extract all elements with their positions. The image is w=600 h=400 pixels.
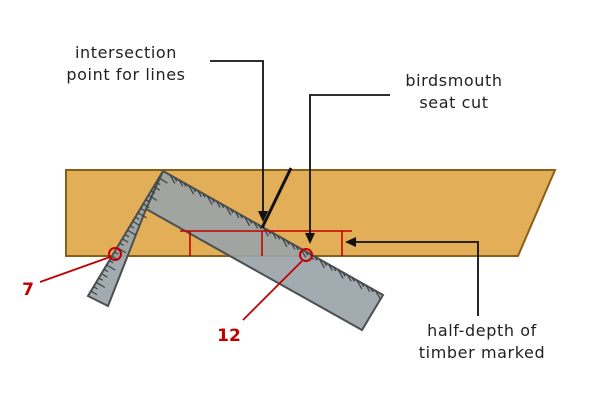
intersection-label-line1: intersection [75, 43, 177, 62]
scale-tick [121, 238, 129, 243]
scale-tick [323, 261, 327, 267]
scale-tick [153, 186, 161, 191]
layout-marks [180, 230, 352, 256]
scale-tick [262, 227, 269, 237]
mark-7-leader [39, 256, 111, 283]
scale-tick [169, 174, 176, 184]
scale-tick [158, 177, 168, 184]
scale-tick [216, 201, 221, 208]
scale-tick [365, 285, 371, 292]
scale-tick [106, 264, 116, 271]
scale-tick [346, 274, 352, 282]
scale-tick [206, 195, 213, 205]
scale-tick [360, 282, 365, 288]
mark-12-number: 12 [217, 326, 241, 346]
scale-tick [272, 232, 277, 240]
mark-7-number: 7 [22, 280, 34, 300]
scale-tick [129, 225, 135, 229]
scale-tick [351, 277, 355, 282]
scale-tick [114, 251, 119, 255]
scale-tick [202, 193, 206, 198]
scale-tick [188, 185, 195, 195]
scale-tick [276, 235, 281, 240]
scale-tick [119, 242, 124, 247]
half-depth-label-line2: timber marked [419, 343, 545, 362]
scale-tick [183, 182, 187, 187]
scale-tick [230, 208, 234, 214]
scale-tick [103, 268, 109, 273]
mark-7-circle [108, 247, 122, 261]
intersection-label-line2: point for lines [66, 65, 185, 84]
scale-tick [370, 287, 374, 293]
mark-12-circle [299, 248, 313, 262]
scale-tick [248, 219, 253, 224]
scale-tick [220, 203, 225, 209]
scale-tick [192, 187, 197, 193]
scale-tick [253, 222, 259, 229]
scale-tick [244, 216, 251, 227]
scale-tick [290, 243, 296, 250]
mark-12-leader [242, 260, 303, 321]
scale-tick [258, 224, 262, 230]
scale-tick [337, 269, 344, 279]
scale-tick [127, 229, 137, 236]
scale-tick [304, 251, 309, 256]
scale-tick [98, 277, 104, 281]
framing-square [86, 169, 385, 332]
half-depth-arrowhead [345, 237, 356, 247]
scale-tick [286, 240, 290, 245]
scale-tick [342, 272, 346, 277]
scale-tick [328, 264, 333, 271]
half-depth-leader [354, 241, 479, 316]
scale-tick [124, 233, 130, 238]
scale-tick [174, 177, 178, 182]
scale-tick [145, 199, 151, 203]
scale-tick [90, 290, 98, 296]
plumb-line [260, 167, 293, 229]
scale-tick [150, 190, 156, 194]
scale-tick [148, 194, 158, 202]
birdsmouth-label-line2: seat cut [419, 93, 488, 112]
half-depth-label-line1: half-depth of [427, 321, 537, 340]
scale-tick [137, 212, 147, 219]
scale-tick [281, 237, 288, 248]
scale-tick [178, 179, 184, 187]
scale-tick [234, 211, 240, 219]
scale-tick [101, 273, 108, 278]
scale-tick [142, 203, 150, 209]
scale-tick [132, 220, 140, 226]
birdsmouth-label-line1: birdsmouth [405, 71, 502, 90]
scale-tick [95, 281, 106, 289]
scale-tick [155, 181, 161, 186]
scale-tick [332, 266, 337, 272]
scale-tick [211, 198, 215, 203]
square-scale-ticks [90, 174, 382, 300]
birdsmouth-leader [309, 94, 390, 235]
scale-tick [197, 190, 202, 198]
scale-tick [375, 290, 382, 300]
scale-tick [135, 216, 140, 220]
scale-tick [140, 207, 145, 212]
scale-tick [93, 286, 98, 290]
scale-tick [318, 258, 325, 269]
scale-tick [356, 280, 363, 290]
birdsmouth-arrowhead [305, 233, 315, 244]
scale-tick [108, 260, 114, 264]
scale-tick [314, 256, 318, 261]
scale-tick [225, 206, 232, 216]
scale-tick [239, 214, 243, 219]
scale-tick [295, 245, 299, 251]
intersection-leader [210, 60, 264, 214]
intersection-arrowhead [258, 211, 268, 222]
